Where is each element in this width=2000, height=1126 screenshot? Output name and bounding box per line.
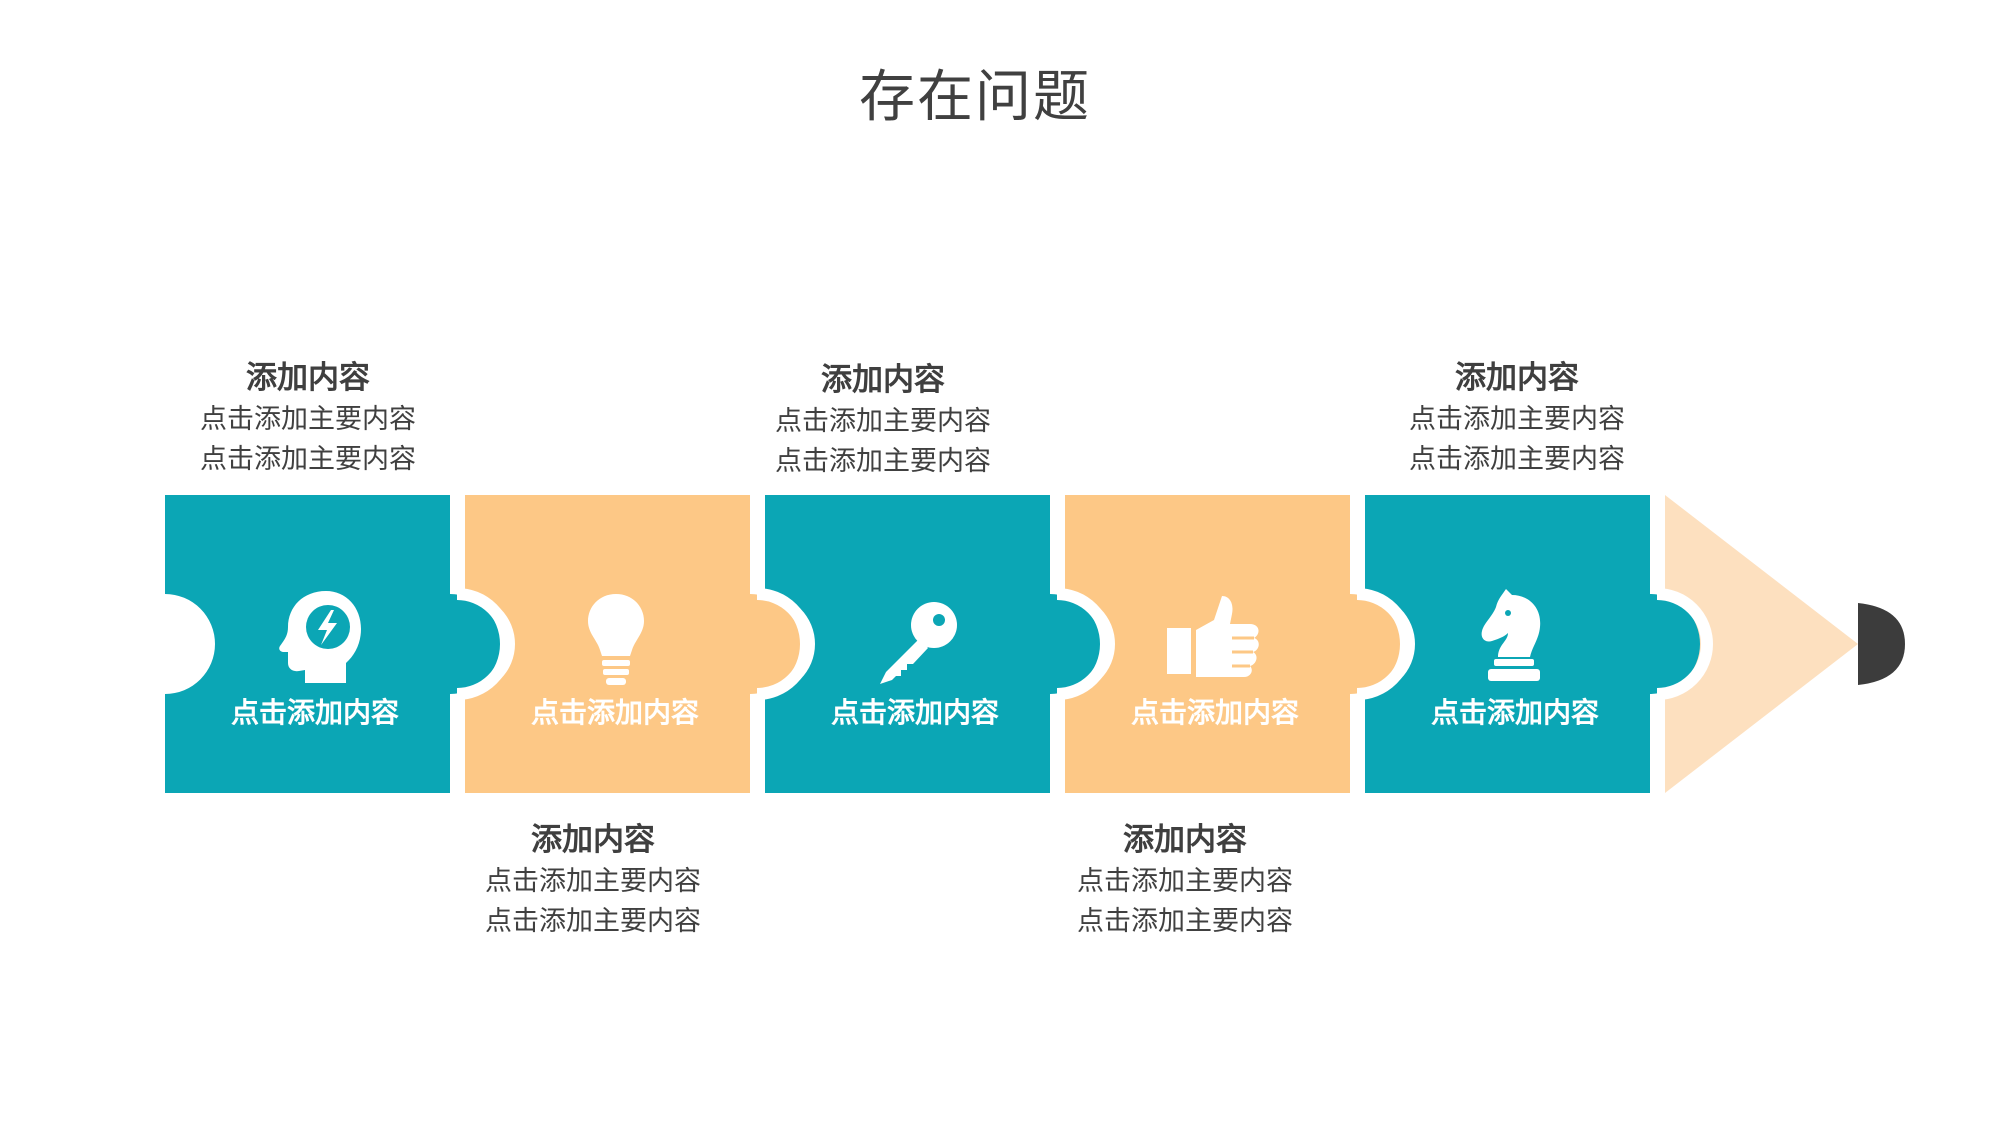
step-3-line-1[interactable]: 点击添加主要内容 — [775, 406, 991, 437]
step-2-heading[interactable]: 添加内容 — [531, 822, 655, 858]
piece-label-5[interactable]: 点击添加内容 — [1430, 696, 1599, 729]
joint-outline-3 — [1056, 588, 1113, 700]
pencil-wood-tip — [1665, 495, 1858, 793]
step-5-line-2[interactable]: 点击添加主要内容 — [1409, 444, 1625, 475]
step-4-line-2[interactable]: 点击添加主要内容 — [1077, 906, 1293, 937]
step-3-text: 添加内容 点击添加主要内容 点击添加主要内容 — [723, 358, 1043, 482]
pencil-lead-tip — [1858, 603, 1905, 685]
step-3-heading[interactable]: 添加内容 — [821, 362, 945, 398]
step-2-line-2[interactable]: 点击添加主要内容 — [485, 906, 701, 937]
piece-label-3[interactable]: 点击添加内容 — [830, 696, 999, 729]
joint-outline-5 — [1656, 588, 1713, 700]
slide-title: 存在问题 — [859, 65, 1091, 130]
step-2-text: 添加内容 点击添加主要内容 点击添加主要内容 — [433, 818, 753, 942]
step-1-text: 添加内容 点击添加主要内容 点击添加主要内容 — [148, 356, 468, 480]
step-4-heading[interactable]: 添加内容 — [1123, 822, 1247, 858]
step-4-text: 添加内容 点击添加主要内容 点击添加主要内容 — [1025, 818, 1345, 942]
step-1-line-1[interactable]: 点击添加主要内容 — [200, 404, 416, 435]
step-3-line-2[interactable]: 点击添加主要内容 — [775, 446, 991, 477]
joint-outline-4 — [1356, 588, 1413, 700]
key-icon — [868, 590, 968, 690]
joint-outline-2 — [756, 588, 813, 700]
head-brain-icon — [271, 585, 371, 685]
step-1-heading[interactable]: 添加内容 — [246, 360, 370, 396]
chess-knight-icon — [1464, 585, 1564, 685]
step-5-text: 添加内容 点击添加主要内容 点击添加主要内容 — [1357, 356, 1677, 480]
step-1-line-2[interactable]: 点击添加主要内容 — [200, 444, 416, 475]
piece-label-4[interactable]: 点击添加内容 — [1130, 696, 1299, 729]
piece-label-1[interactable]: 点击添加内容 — [230, 696, 399, 729]
step-5-heading[interactable]: 添加内容 — [1455, 360, 1579, 396]
thumbs-up-icon — [1164, 590, 1264, 690]
joint-outline-1 — [456, 588, 513, 700]
step-5-line-1[interactable]: 点击添加主要内容 — [1409, 404, 1625, 435]
step-4-line-1[interactable]: 点击添加主要内容 — [1077, 866, 1293, 897]
piece-label-2[interactable]: 点击添加内容 — [530, 696, 699, 729]
step-2-line-1[interactable]: 点击添加主要内容 — [485, 866, 701, 897]
lightbulb-icon — [566, 590, 666, 690]
